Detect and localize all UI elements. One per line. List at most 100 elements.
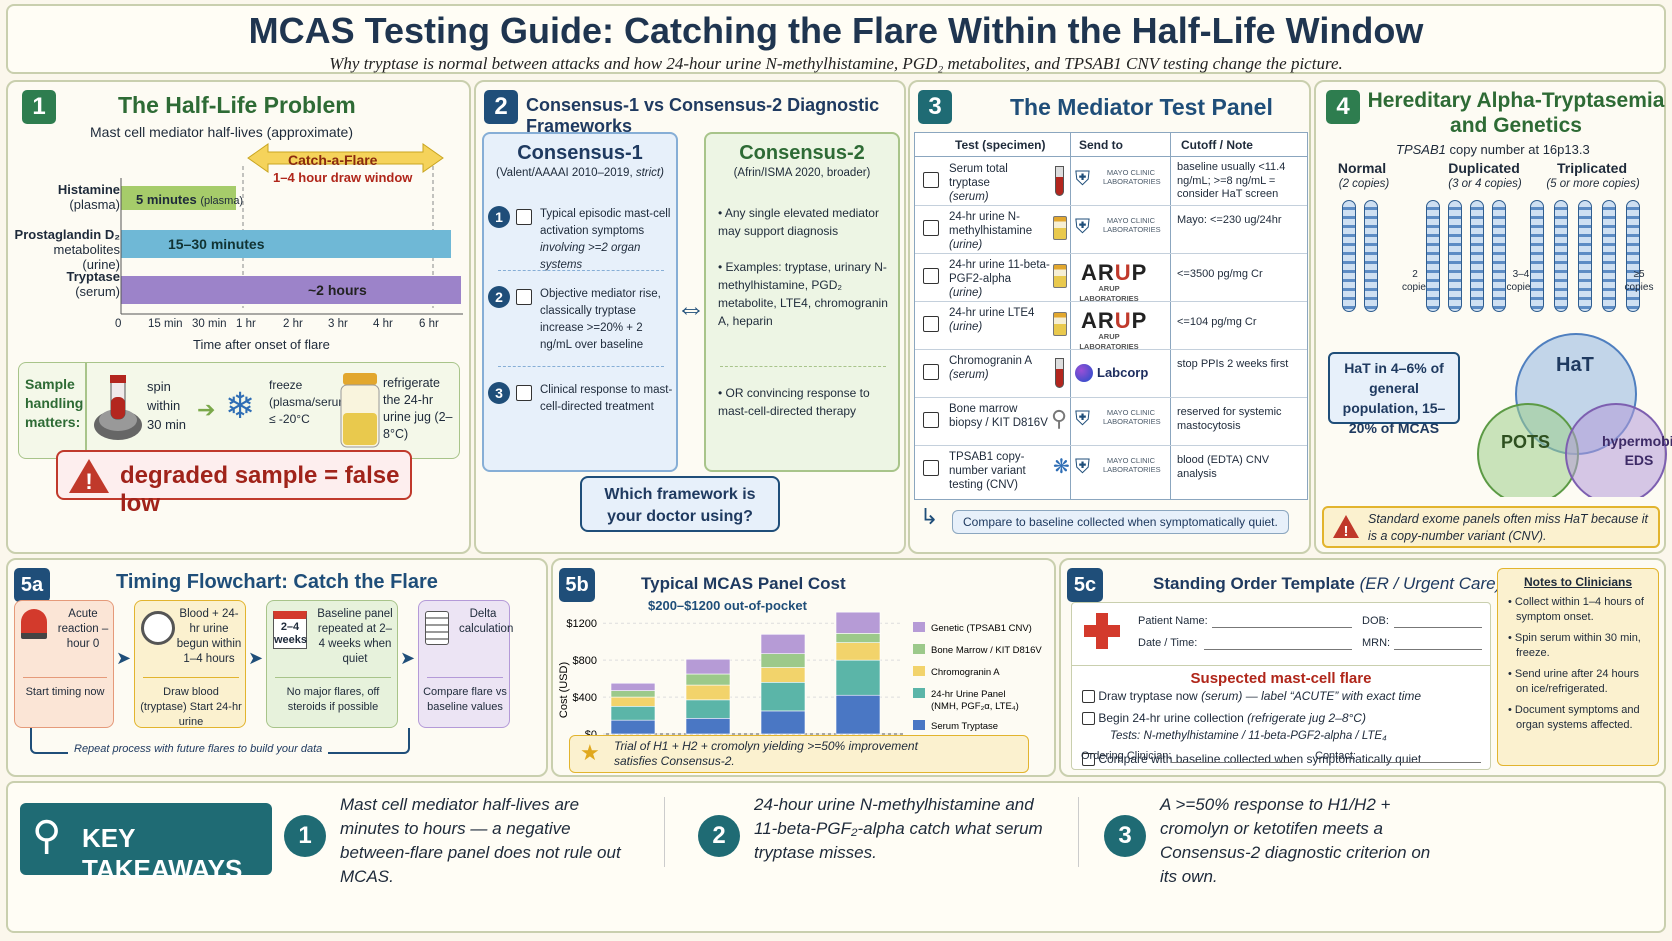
checkbox[interactable] xyxy=(923,460,939,476)
chromosome-icon xyxy=(1626,200,1640,312)
bar-segment xyxy=(610,719,656,735)
bar-text-pgd2: 15–30 minutes xyxy=(168,236,265,252)
bar-segment xyxy=(685,673,731,686)
lab-logo: ⛨MAYO CLINIC LABORATORIES xyxy=(1075,408,1161,430)
y-tick-label: $400 xyxy=(573,692,597,704)
checkbox[interactable] xyxy=(923,172,939,188)
bar-segment xyxy=(835,694,881,735)
panel-cost-chart: 5b Typical MCAS Panel Cost $200–$1200 ou… xyxy=(551,558,1056,777)
table-row: Bone marrow biopsy / KIT D816V⚲⛨MAYO CLI… xyxy=(915,398,1307,446)
table-row: 24-hr urine N-methylhistamine(urine)⛨MAY… xyxy=(915,206,1307,254)
checkbox[interactable] xyxy=(923,220,939,236)
star-icon: ★ xyxy=(580,740,600,765)
snowflake-icon: ❄ xyxy=(225,385,256,426)
chrom-col-sub: (5 or more copies) xyxy=(1546,178,1640,190)
handling-label: Sample handling matters: xyxy=(25,376,84,430)
checkbox[interactable] xyxy=(516,289,532,305)
legend-label: Genetic (TPSAB1 CNV) xyxy=(931,623,1032,634)
consensus-2-card: Consensus-2 (Afrin/ISMA 2020, broader) •… xyxy=(704,132,900,472)
arrow-icon: ➤ xyxy=(116,648,132,668)
chromosome-icon xyxy=(1602,200,1616,312)
date-time-label: Date / Time: xyxy=(1138,637,1198,649)
panel-timing-flowchart: 5a Timing Flowchart: Catch the Flare Acu… xyxy=(6,558,548,777)
legend-swatch xyxy=(913,666,925,676)
panel-subtitle: $200–$1200 out-of-pocket xyxy=(648,598,807,613)
patient-name-label: Patient Name: xyxy=(1138,615,1208,627)
table-row: 24-hr urine LTE4(urine)ARUP LABORATORIES… xyxy=(915,302,1307,351)
y-tick-label: $800 xyxy=(573,655,597,667)
row-label-histamine: Histamine(plasma) xyxy=(57,182,120,212)
chrom-col-title: Triplicated xyxy=(1556,160,1628,176)
panel-title: The Mediator Test Panel xyxy=(1010,94,1273,120)
exome-warning: ! Standard exome panels often miss HaT b… xyxy=(1322,506,1660,548)
checkbox[interactable] xyxy=(923,412,939,428)
legend-label: Bone Marrow / KIT D816V xyxy=(931,645,1042,656)
pgd2-bar xyxy=(121,230,451,258)
red-cross-icon xyxy=(1084,613,1120,649)
dob-label: DOB: xyxy=(1362,615,1389,627)
gene-locus: TPSAB1 copy number at 16p13.3 xyxy=(1396,142,1590,157)
framework-question: Which framework is your doctor using? xyxy=(580,476,780,532)
checkbox[interactable] xyxy=(1082,712,1095,726)
bar-segment xyxy=(685,658,731,675)
y-tick-label: $1200 xyxy=(566,618,597,630)
contact-field[interactable] xyxy=(1361,762,1481,763)
chrom-col-sub: (3 or 4 copies) xyxy=(1448,178,1522,190)
checkbox[interactable] xyxy=(516,209,532,225)
list-item: • Send urine after 24 hours on ice/refri… xyxy=(1508,668,1640,695)
clinician-field[interactable] xyxy=(1171,762,1291,763)
bracket-icon: ↳ xyxy=(920,504,939,529)
checkbox[interactable] xyxy=(1082,690,1095,704)
hat-prevalence: HaT in 4–6% of general population, 15–20… xyxy=(1328,352,1460,436)
bar-segment xyxy=(610,706,656,721)
bar-segment xyxy=(760,653,806,668)
test-table: Test (specimen) Send to Cutoff / Note Se… xyxy=(914,132,1308,500)
lab-logo: ⛨MAYO CLINIC LABORATORIES xyxy=(1075,216,1161,238)
panel-number: 2 xyxy=(484,90,518,124)
dob-field[interactable] xyxy=(1394,627,1482,628)
bar-segment xyxy=(835,611,881,634)
siren-icon xyxy=(21,609,47,639)
checkbox[interactable] xyxy=(923,364,939,380)
double-arrow-icon: ⇔ xyxy=(676,292,706,325)
checkbox[interactable] xyxy=(516,385,532,401)
mayo-shield-icon: ⛨ xyxy=(1075,168,1090,190)
chrom-col-title: Duplicated xyxy=(1448,160,1520,176)
order-form: Patient Name: DOB: Date / Time: MRN: Sus… xyxy=(1071,602,1491,770)
chromosome-icon xyxy=(1448,200,1462,312)
panel-number: 5b xyxy=(559,568,595,602)
blood-tube-icon xyxy=(1055,166,1064,196)
bar-text-tryptase: ~2 hours xyxy=(308,282,367,298)
chromosome-icon xyxy=(1578,200,1592,312)
panel-consensus: 2 Consensus-1 vs Consensus-2 Diagnostic … xyxy=(474,80,906,554)
warning-icon: ! xyxy=(1333,515,1359,540)
c1-criterion-3: 3 Clinical response to mast-cell-directe… xyxy=(488,382,674,416)
urine-cup-icon xyxy=(1053,312,1067,336)
bar-segment xyxy=(760,634,806,654)
takeaways-badge: ⚲ KEY TAKEAWAYS xyxy=(20,803,272,884)
panel-number: 1 xyxy=(22,90,56,124)
order-item-1: Draw tryptase now (serum) — label “ACUTE… xyxy=(1082,689,1421,704)
biopsy-needle-icon: ⚲ xyxy=(1051,406,1068,431)
false-low-warning: ! degraded sample = false low xyxy=(56,450,412,517)
panel-number: 5a xyxy=(14,568,50,602)
patient-name-field[interactable] xyxy=(1212,627,1352,628)
y-axis-label: Cost (USD) xyxy=(558,662,570,718)
checkbox[interactable] xyxy=(923,316,939,332)
bar-segment xyxy=(685,699,731,719)
list-item: • Spin serum within 30 min, freeze. xyxy=(1508,632,1641,659)
takeaway-number: 3 xyxy=(1104,815,1146,857)
checkbox[interactable] xyxy=(1082,753,1095,767)
mrn-field[interactable] xyxy=(1394,649,1482,650)
copy-label: 2 copies xyxy=(1402,269,1431,293)
row-label-tryptase: Tryptase(serum) xyxy=(66,269,120,299)
date-time-field[interactable] xyxy=(1204,649,1352,650)
warning-icon: ! xyxy=(69,459,109,494)
checkbox[interactable] xyxy=(923,268,939,284)
arrow-icon: ➤ xyxy=(248,648,264,668)
svg-text:!: ! xyxy=(1344,523,1349,540)
panel-half-life: 1 The Half-Life Problem Mast cell mediat… xyxy=(6,80,471,554)
